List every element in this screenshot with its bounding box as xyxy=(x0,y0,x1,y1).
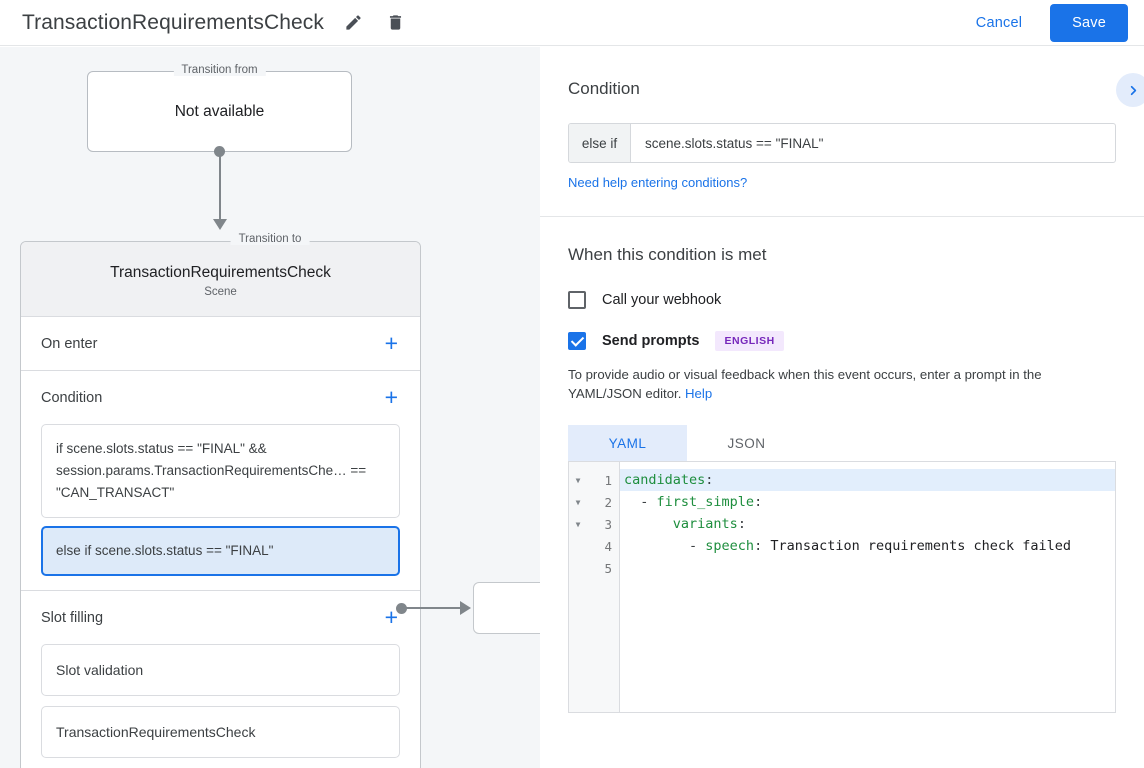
prompt-description-text: To provide audio or visual feedback when… xyxy=(568,367,1042,401)
section-title: Slot filling xyxy=(41,609,104,626)
section-condition: Condition + if scene.slots.status == "FI… xyxy=(21,371,420,591)
code-line[interactable]: - speech: Transaction requirements check… xyxy=(620,535,1115,557)
send-prompts-row[interactable]: Send prompts ENGLISH xyxy=(568,331,1116,351)
prompt-description: To provide audio or visual feedback when… xyxy=(568,365,1116,403)
transition-from-node[interactable]: Transition from Not available xyxy=(87,64,352,152)
code-token: : xyxy=(737,516,746,532)
tab-yaml[interactable]: YAML xyxy=(568,425,687,461)
trash-icon-glyph xyxy=(389,15,401,30)
target-node[interactable] xyxy=(473,582,540,634)
line-number: 3 xyxy=(604,516,612,532)
webhook-row[interactable]: Call your webhook xyxy=(568,291,1116,309)
pencil-icon-glyph xyxy=(345,15,361,30)
help-link[interactable]: Help xyxy=(685,386,713,401)
code-line[interactable] xyxy=(620,557,1115,579)
add-on-enter-button[interactable]: + xyxy=(384,330,398,356)
code-token: : xyxy=(754,494,763,510)
transition-to-legend: Transition to xyxy=(230,233,310,245)
when-condition-met-block: When this condition is met Call your web… xyxy=(540,217,1144,713)
list-item[interactable]: if scene.slots.status == "FINAL" && sess… xyxy=(41,424,400,518)
list-item[interactable]: Slot validation xyxy=(41,644,400,696)
line-number: 1 xyxy=(604,472,612,488)
line-number: 5 xyxy=(604,560,612,576)
connector-line xyxy=(219,151,221,223)
panel-condition-title: Condition xyxy=(568,79,640,98)
when-met-title: When this condition is met xyxy=(568,245,767,264)
section-header: Slot filling + xyxy=(41,591,400,644)
cancel-button[interactable]: Cancel xyxy=(964,7,1034,39)
tab-json[interactable]: JSON xyxy=(727,435,766,451)
chevron-right-icon[interactable] xyxy=(1116,73,1144,107)
chevron-right-icon-glyph xyxy=(1130,85,1136,95)
page-title: TransactionRequirementsCheck xyxy=(22,10,324,34)
code-token: : xyxy=(705,472,714,488)
code-line[interactable]: variants: xyxy=(620,513,1115,535)
code-line[interactable]: candidates: xyxy=(620,469,1115,491)
code-token: - xyxy=(624,494,657,510)
transition-from-legend: Transition from xyxy=(173,64,266,76)
fold-arrow-icon[interactable]: ▼ xyxy=(575,475,581,485)
call-webhook-checkbox[interactable] xyxy=(568,291,586,309)
line-number: 2 xyxy=(604,494,612,510)
pencil-icon[interactable] xyxy=(338,8,368,38)
code-line[interactable]: - first_simple: xyxy=(620,491,1115,513)
language-badge: ENGLISH xyxy=(715,331,784,351)
list-item-selected[interactable]: else if scene.slots.status == "FINAL" xyxy=(41,526,400,576)
editor-tabs: YAML JSON xyxy=(568,425,1116,461)
gutter-row: ▼2 xyxy=(569,491,619,513)
code-token xyxy=(624,516,673,532)
add-condition-button[interactable]: + xyxy=(384,384,398,410)
trash-icon[interactable] xyxy=(380,8,410,38)
list-item[interactable]: TransactionRequirementsCheck xyxy=(41,706,400,758)
gutter-row: 4 xyxy=(569,535,619,557)
code-token: : xyxy=(754,538,763,554)
code-token: Transaction requirements check failed xyxy=(762,538,1072,554)
outgoing-edge-line xyxy=(406,607,468,609)
transition-from-value: Not available xyxy=(174,102,265,120)
condition-help-link[interactable]: Need help entering conditions? xyxy=(568,175,748,190)
scene-subtitle: Scene xyxy=(204,286,237,298)
scene-header: TransactionRequirementsCheck Scene xyxy=(21,242,420,317)
code-token: candidates xyxy=(624,472,706,488)
scene-name: TransactionRequirementsCheck xyxy=(110,264,331,281)
send-prompts-label: Send prompts xyxy=(602,333,700,349)
section-slot-filling: Slot filling + Slot validation Transacti… xyxy=(21,591,420,768)
condition-list: if scene.slots.status == "FINAL" && sess… xyxy=(41,424,400,590)
connector-arrowhead xyxy=(213,219,227,230)
details-panel: Condition else if scene.slots.status == … xyxy=(540,47,1144,768)
condition-input-row[interactable]: else if scene.slots.status == "FINAL" xyxy=(568,123,1116,163)
gutter-row: ▼3 xyxy=(569,513,619,535)
header-actions: Cancel Save xyxy=(964,3,1128,42)
code-token: variants xyxy=(672,516,738,532)
condition-block: Condition else if scene.slots.status == … xyxy=(540,47,1144,217)
code-token: speech xyxy=(705,538,755,554)
fold-arrow-icon[interactable]: ▼ xyxy=(575,519,581,529)
outgoing-edge-dot xyxy=(396,603,407,614)
app-header: TransactionRequirementsCheck Cancel Save xyxy=(0,0,1144,46)
flow-canvas[interactable]: Transition from Not available Transition… xyxy=(0,47,540,768)
add-slot-filling-button[interactable]: + xyxy=(384,604,398,630)
editor-code-area[interactable]: candidates: - first_simple: variants: - … xyxy=(620,462,1115,712)
send-prompts-checkbox[interactable] xyxy=(568,332,586,350)
section-title: Condition xyxy=(41,389,103,406)
outgoing-edge-arrowhead xyxy=(460,601,471,615)
line-number: 4 xyxy=(604,538,612,554)
call-webhook-label: Call your webhook xyxy=(602,292,722,308)
transition-to-node[interactable]: TransactionRequirementsCheck Scene On en… xyxy=(20,241,421,768)
fold-arrow-icon[interactable]: ▼ xyxy=(575,497,581,507)
section-on-enter: On enter + xyxy=(21,317,420,371)
gutter-row: 5 xyxy=(569,557,619,579)
section-header: On enter + xyxy=(41,317,400,370)
condition-expression-input[interactable]: scene.slots.status == "FINAL" xyxy=(645,135,824,151)
save-button[interactable]: Save xyxy=(1050,3,1128,42)
gutter-row: ▼1 xyxy=(569,469,619,491)
section-title: On enter xyxy=(41,335,98,352)
code-token: - xyxy=(624,538,706,554)
condition-prefix-label: else if xyxy=(569,124,631,162)
code-token: first_simple xyxy=(656,494,755,510)
slot-list: Slot validation TransactionRequirementsC… xyxy=(41,644,400,768)
section-header: Condition + xyxy=(41,371,400,424)
